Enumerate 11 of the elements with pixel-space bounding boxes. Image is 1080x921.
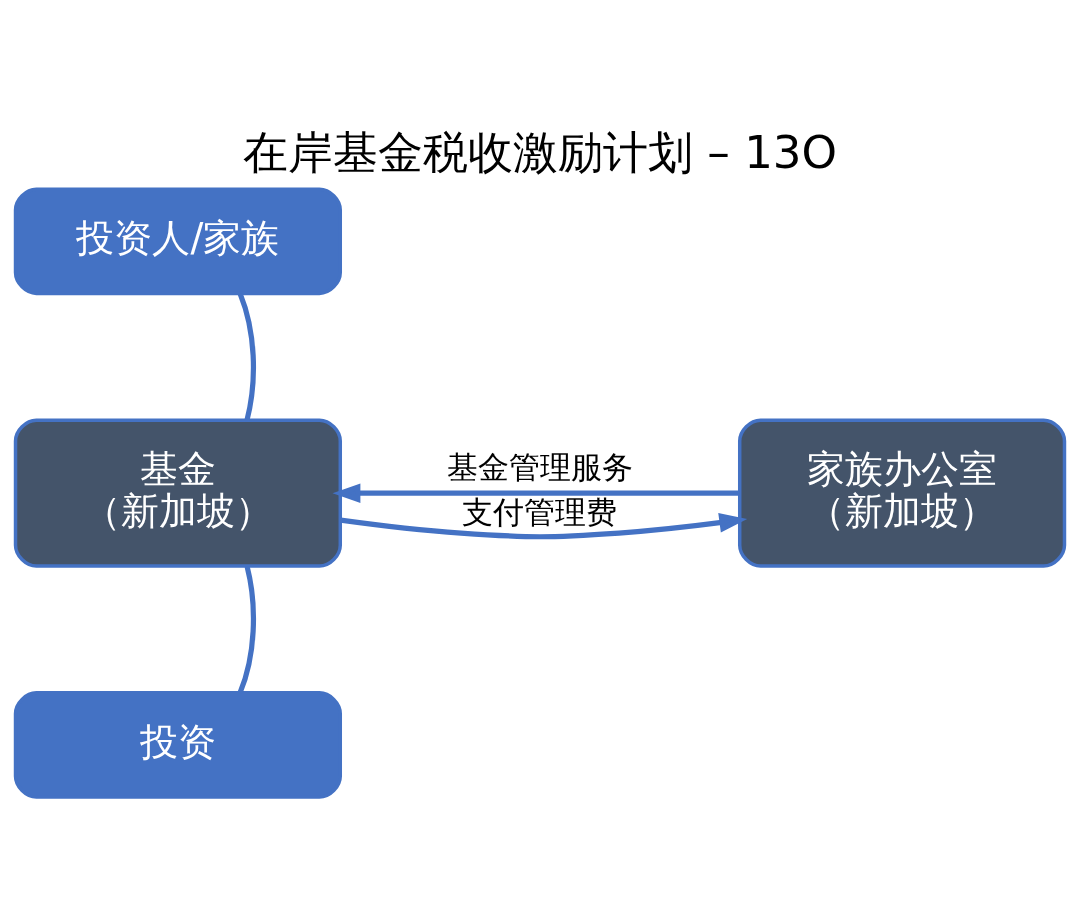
edge-label: 基金管理服务: [447, 448, 633, 485]
connector: [237, 565, 257, 694]
node-box: 家族办公室 （新加坡）: [738, 417, 1067, 568]
node-box: 投资: [13, 690, 342, 799]
node-box: 基金 （新加坡）: [13, 417, 342, 568]
edge-label: 支付管理费: [462, 493, 618, 530]
connector: [237, 292, 257, 420]
arrow: [332, 482, 740, 503]
node-box: 投资人/家族: [13, 186, 342, 295]
arrow: [340, 512, 748, 539]
diagram-title: 在岸基金税收激励计划 – 13O: [242, 125, 838, 179]
